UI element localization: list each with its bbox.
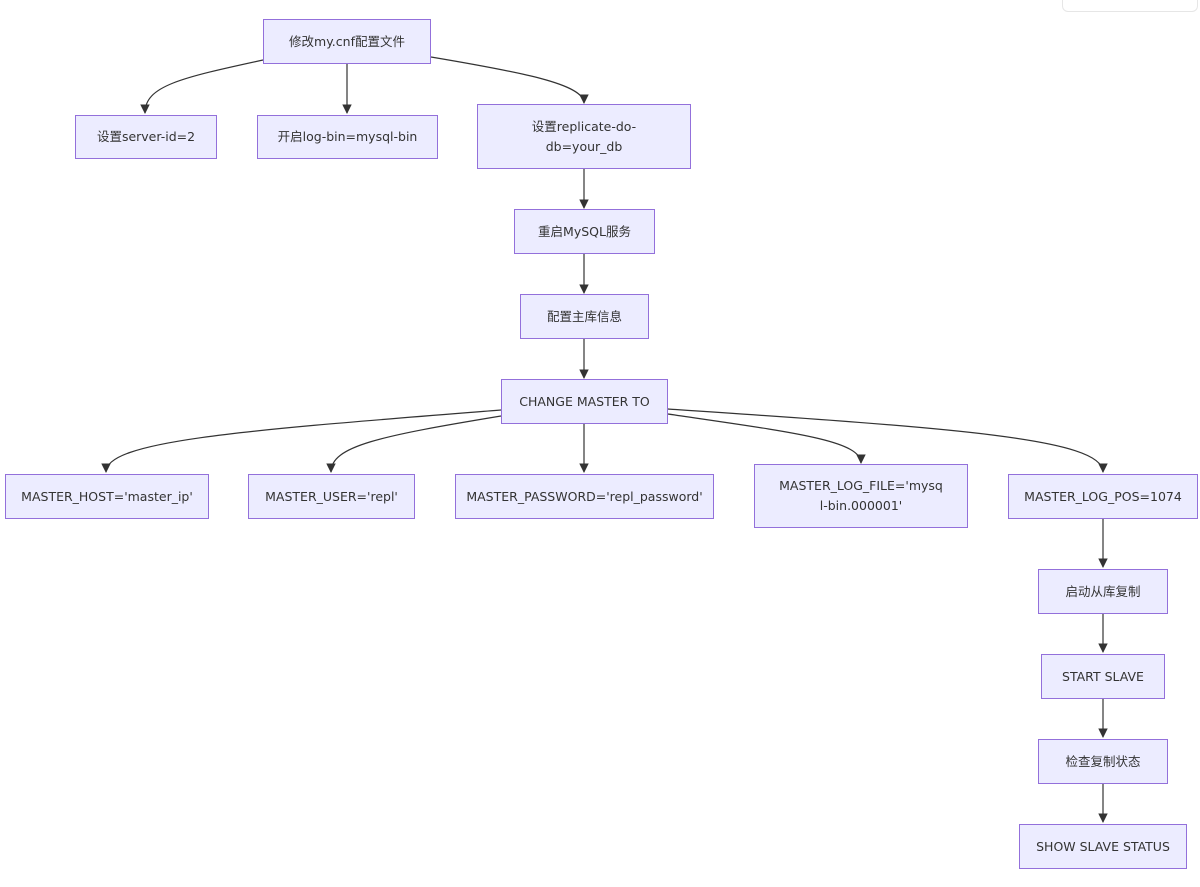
node-configure-master-info: 配置主库信息 (520, 294, 649, 339)
edge-n7-n9 (326, 415, 502, 473)
node-label: START SLAVE (1062, 668, 1144, 684)
node-change-master-to: CHANGE MASTER TO (501, 379, 668, 424)
node-label: 配置主库信息 (546, 308, 622, 324)
node-label: 启动从库复制 (1065, 583, 1141, 599)
node-label: MASTER_PASSWORD='repl_password' (466, 488, 703, 504)
node-master-password: MASTER_PASSWORD='repl_password' (455, 474, 714, 519)
node-label: 检查复制状态 (1065, 753, 1141, 769)
node-label: MASTER_HOST='master_ip' (21, 488, 193, 504)
node-label: MASTER_USER='repl' (265, 488, 398, 504)
node-show-slave-status: SHOW SLAVE STATUS (1019, 824, 1187, 869)
node-label: 设置server-id=2 (96, 129, 196, 144)
node-label: SHOW SLAVE STATUS (1036, 838, 1170, 854)
edge-n1-n4 (430, 56, 589, 104)
edge-n7-n11 (667, 413, 866, 464)
node-start-slave: START SLAVE (1041, 654, 1165, 699)
node-master-user: MASTER_USER='repl' (248, 474, 415, 519)
node-label: 修改my.cnf配置文件 (289, 33, 405, 49)
node-start-slave-replication: 启动从库复制 (1038, 569, 1168, 614)
node-label: 开启log-bin=mysql-bin (277, 129, 418, 144)
node-enable-log-bin: 开启log-bin=mysql-bin (257, 115, 438, 159)
node-check-replication-status: 检查复制状态 (1038, 739, 1168, 784)
corner-panel (1062, 0, 1198, 12)
node-label: 设置replicate-do-db=your_db (531, 118, 637, 154)
node-label: MASTER_LOG_FILE='mysql-bin.000001' (779, 478, 943, 513)
node-master-host: MASTER_HOST='master_ip' (5, 474, 209, 519)
node-master-log-file: MASTER_LOG_FILE='mysql-bin.000001' (754, 464, 968, 528)
edge-n1-n2 (140, 59, 264, 114)
node-restart-mysql: 重启MySQL服务 (514, 209, 655, 254)
edge-n7-n8 (101, 409, 502, 473)
edge-n7-n12 (667, 408, 1108, 473)
node-master-log-pos: MASTER_LOG_POS=1074 (1008, 474, 1198, 519)
node-set-replicate-do-db: 设置replicate-do-db=your_db (477, 104, 691, 169)
node-label: MASTER_LOG_POS=1074 (1024, 488, 1182, 504)
node-edit-my-cnf: 修改my.cnf配置文件 (263, 19, 431, 64)
node-label: CHANGE MASTER TO (519, 393, 650, 409)
node-label: 重启MySQL服务 (538, 223, 631, 239)
node-set-server-id: 设置server-id=2 (75, 115, 217, 159)
